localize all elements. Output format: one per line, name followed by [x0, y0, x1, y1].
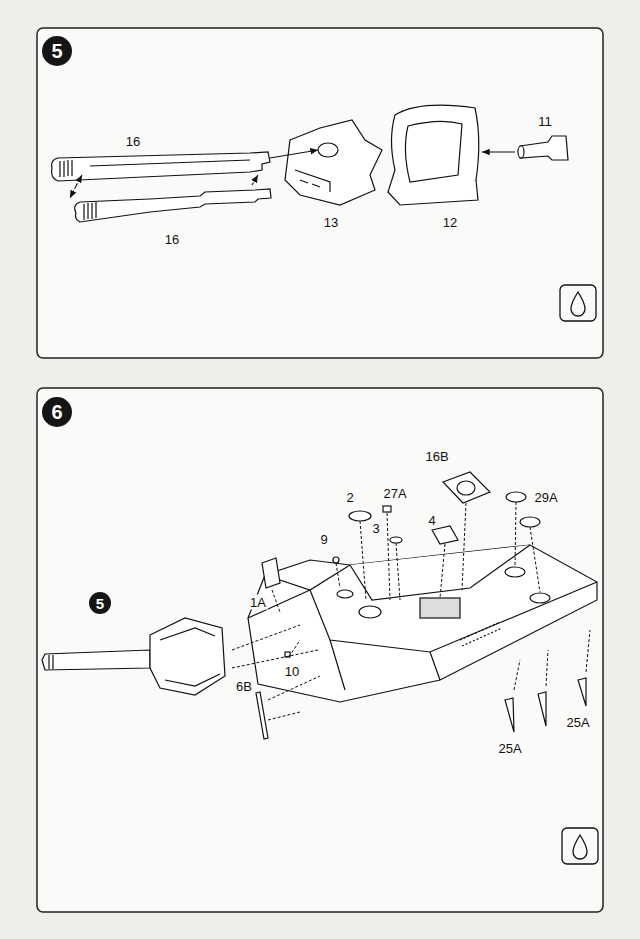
step-panel	[37, 388, 603, 912]
glue-icon	[562, 828, 598, 864]
part-number: 25A	[564, 715, 591, 730]
step-number: 5	[42, 36, 72, 66]
mantlet	[150, 618, 225, 695]
part-number: 4	[426, 513, 437, 528]
step-number-text: 6	[51, 402, 62, 422]
step-number: 6	[42, 397, 72, 427]
part-number: 29A	[532, 490, 559, 505]
part-number: 9	[318, 532, 329, 547]
barrel-half	[75, 189, 271, 222]
step-number-text: 5	[96, 596, 104, 611]
hatch-ring	[349, 511, 371, 521]
barrel-half	[52, 152, 270, 181]
part-number: 25A	[496, 741, 523, 756]
gun-part	[520, 136, 568, 160]
hull	[248, 545, 597, 702]
mantlet	[285, 120, 382, 205]
gun-barrel	[42, 650, 150, 670]
part-number: 3	[370, 521, 381, 536]
part-number: 2	[344, 490, 355, 505]
part-number: 11	[536, 114, 554, 129]
part-number: 16	[163, 232, 181, 247]
part-number: 12	[441, 215, 459, 230]
step-number-text: 5	[51, 41, 62, 61]
part-number: 16	[124, 134, 142, 149]
part-number: 6B	[234, 679, 254, 694]
part-number: 27A	[381, 486, 408, 501]
part-number: 13	[322, 215, 340, 230]
part-number: 10	[283, 664, 301, 679]
step-panel	[37, 28, 603, 358]
part-number: 1A	[248, 595, 268, 610]
step-number: 5	[89, 592, 111, 614]
part-number: 16B	[423, 449, 450, 464]
glue-icon	[560, 285, 596, 321]
